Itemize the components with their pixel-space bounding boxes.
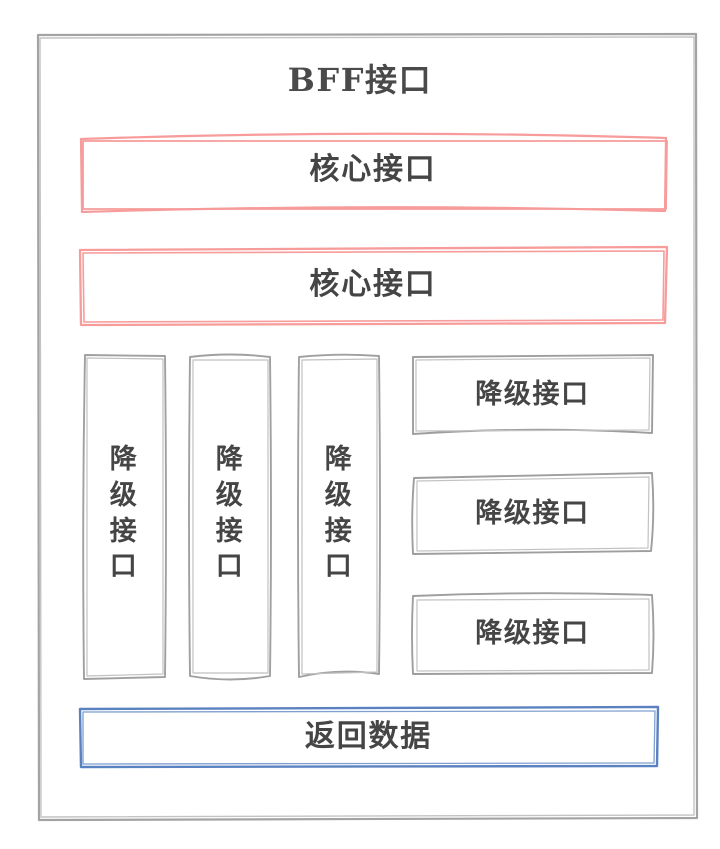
degrade-interface-hbox-3-label: 降级接口: [475, 617, 590, 649]
degrade-interface-vbox-1[interactable]: 降 级 接 口: [80, 352, 168, 681]
return-data-box[interactable]: 返回数据: [77, 705, 660, 769]
core-interface-box-2-label: 核心接口: [309, 266, 437, 302]
core-interface-box-2[interactable]: 核心接口: [77, 244, 669, 327]
degrade-interface-hbox-1[interactable]: 降级接口: [409, 352, 656, 437]
degrade-interface-hbox-2-label: 降级接口: [475, 497, 590, 529]
page-title: BFF接口: [287, 61, 433, 99]
core-interface-box-1-label: 核心接口: [309, 151, 437, 187]
degrade-interface-vbox-3[interactable]: 降 级 接 口: [295, 352, 383, 681]
degrade-interface-hbox-3[interactable]: 降级接口: [409, 591, 656, 676]
degrade-interface-vbox-2-label: 降 级 接 口: [215, 444, 245, 583]
degrade-interface-vbox-3-label: 降 级 接 口: [324, 444, 354, 583]
degrade-interface-vbox-1-label: 降 级 接 口: [109, 444, 139, 583]
degrade-interface-vbox-2[interactable]: 降 级 接 口: [186, 352, 274, 681]
degrade-interface-hbox-2[interactable]: 降级接口: [409, 471, 656, 556]
core-interface-box-1[interactable]: 核心接口: [77, 127, 669, 214]
degrade-interface-hbox-1-label: 降级接口: [475, 378, 590, 410]
return-data-box-label: 返回数据: [304, 718, 433, 754]
